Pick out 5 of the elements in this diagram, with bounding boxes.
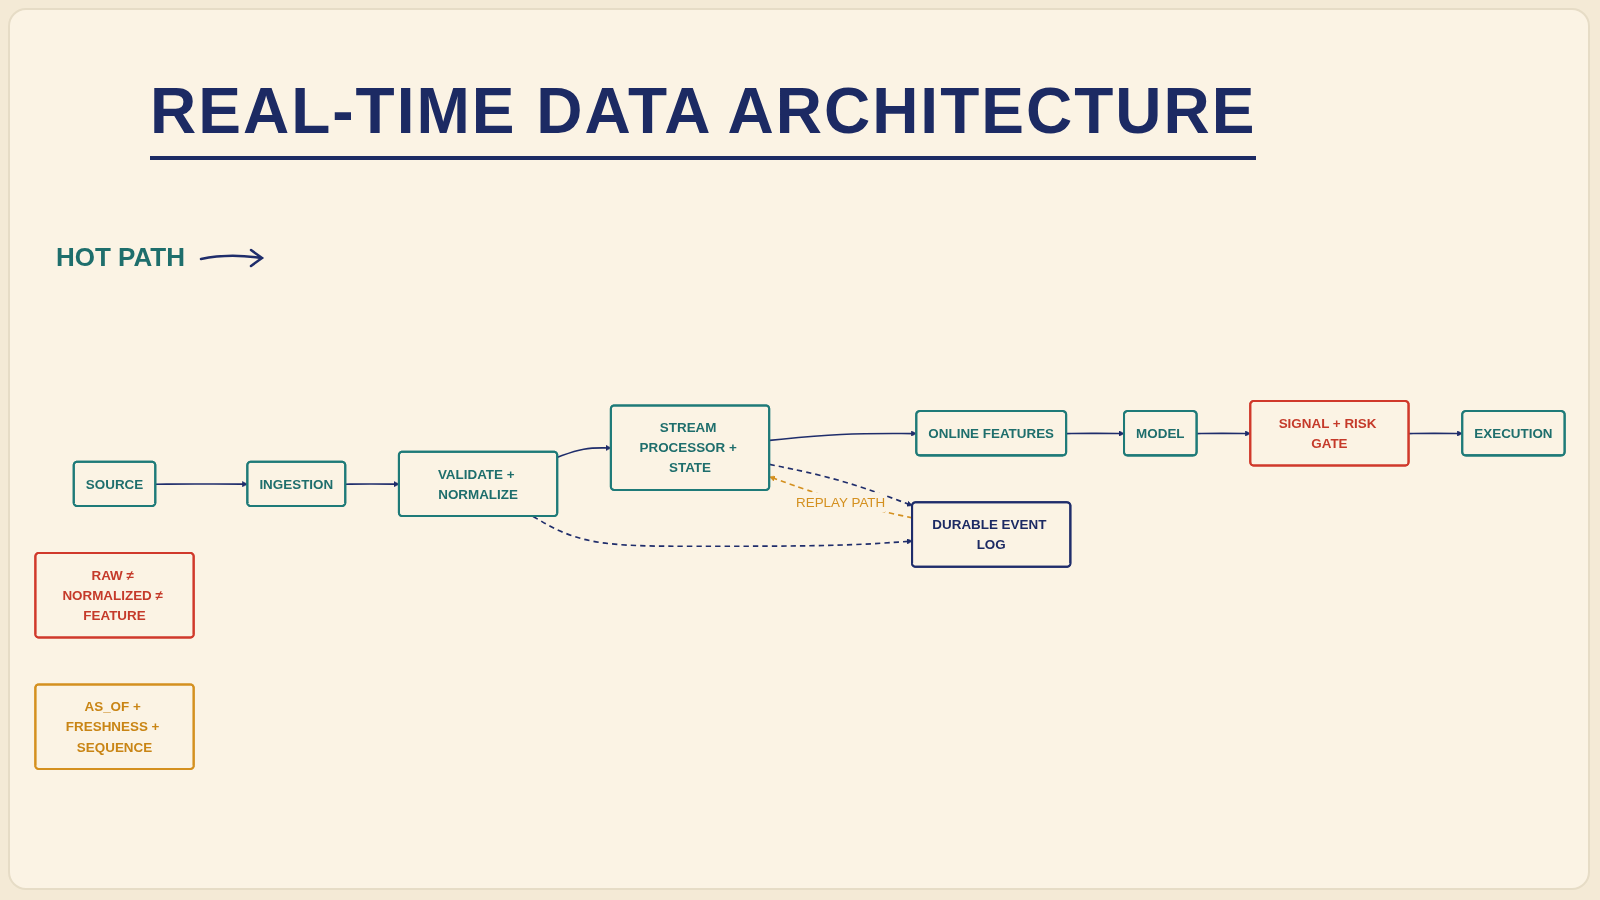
arrow bbox=[1408, 430, 1463, 437]
edge-label: REPLAY PATH bbox=[796, 494, 886, 510]
diagram-title: REAL-TIME DATA ARCHITECTURE bbox=[150, 76, 1257, 161]
arrow bbox=[1196, 430, 1251, 437]
section-label: HOT PATH bbox=[56, 242, 186, 273]
